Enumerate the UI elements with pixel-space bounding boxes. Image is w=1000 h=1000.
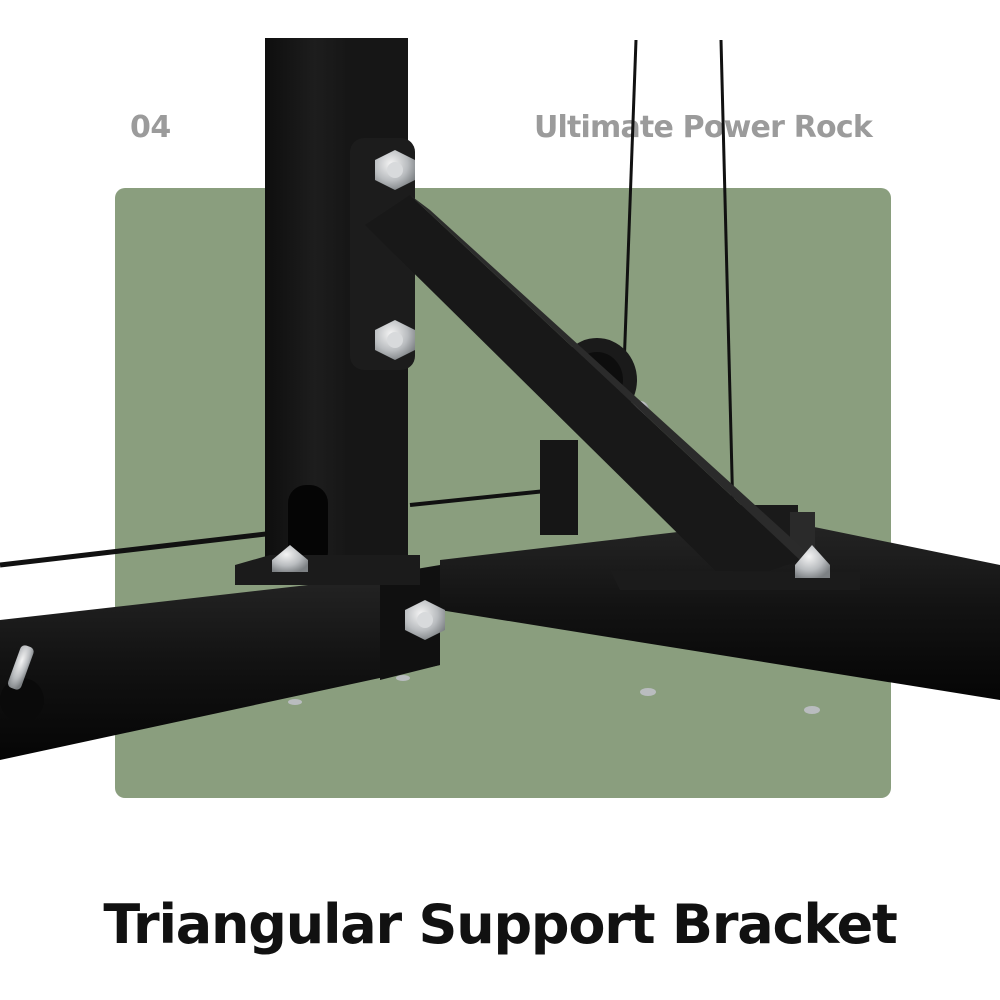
product-name-label: Ultimate Power Rock [533,110,873,145]
left-base-tube [0,570,440,760]
left-base-plate [235,555,420,585]
right-base-tube [440,520,1000,700]
bolt-base-left [272,545,308,572]
adjustment-pin [0,645,44,722]
feature-index-label: 04 [130,110,171,145]
bolt-base-right [795,545,830,578]
bolt-front [405,600,445,640]
diagonal-support-brace [365,195,800,585]
rear-upright [540,440,578,535]
bolt-top [375,150,415,190]
bolt-set [272,150,830,714]
bolt-middle [375,320,415,360]
post-gusset-plate [350,138,415,370]
feature-headline: Triangular Support Bracket [103,893,898,956]
